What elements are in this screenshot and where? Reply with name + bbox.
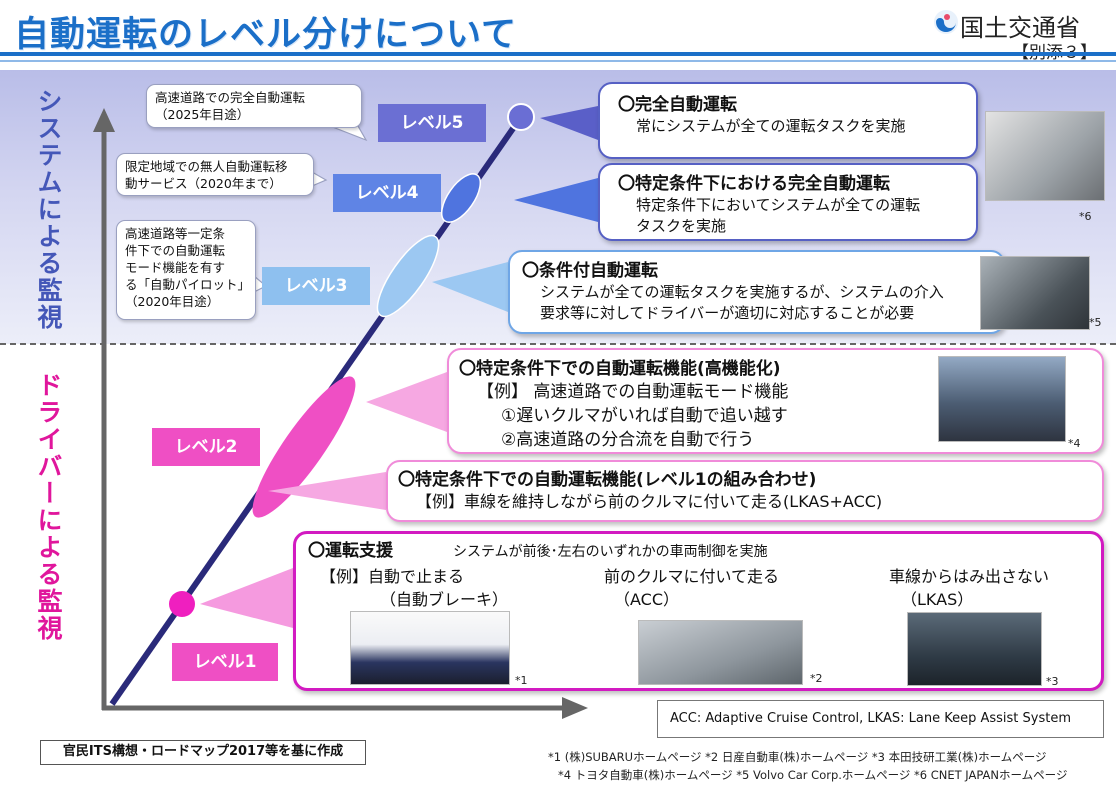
level5-box: 〇完全自動運転 常にシステムが全ての運転タスクを実施	[598, 82, 978, 159]
footnote-line1: *1 (株)SUBARUホームページ *2 日産自動車(株)ホームページ *3 …	[548, 750, 1047, 764]
callout-level4-line1: 限定地域での無人自動運転移	[125, 159, 288, 174]
driver-cabin-photo	[980, 256, 1090, 330]
level5-heading: 〇完全自動運転	[618, 95, 737, 115]
level1-heading: 〇運転支援	[308, 541, 393, 561]
callout-level3-line4: る「自動パイロット」	[125, 277, 251, 292]
level1-example3-line1: 車線からはみ出さない	[889, 567, 1050, 586]
level3-box: 〇条件付自動運転 システムが全ての運転タスクを実施するが、システムの介入 要求等…	[508, 250, 1005, 334]
level3-heading: 〇条件付自動運転	[522, 261, 658, 281]
system-monitoring-label: システムによる監視	[34, 88, 63, 331]
level3-text-line2: 要求等に対してドライバーが適切に対応することが必要	[540, 304, 915, 322]
level4-text-line1: 特定条件下においてシステムが全ての運転	[636, 196, 921, 214]
level1-badge: レベル1	[172, 643, 278, 681]
level1-example3-line2: （LKAS）	[901, 590, 974, 609]
callout-level3-line1: 高速道路等一定条	[125, 226, 226, 241]
callout-level3-line2: 件下での自動運転	[125, 243, 226, 258]
level1-example1-line2: （自動ブレーキ）	[380, 590, 509, 609]
level1-example1-line1: 【例】自動で止まる	[320, 567, 465, 586]
highway-car-photo	[938, 356, 1066, 442]
callout-level3: 高速道路等一定条 件下での自動運転 モード機能を有す る「自動パイロット」 （2…	[116, 220, 256, 320]
auto-brake-photo	[350, 611, 510, 685]
header-rule-thin	[0, 60, 1116, 62]
level2-box: 〇特定条件下での自動運転機能(レベル1の組み合わせ) 【例】車線を維持しながら前…	[386, 460, 1104, 522]
abbreviation-note: ACC: Adaptive Cruise Control, LKAS: Lane…	[657, 700, 1104, 738]
callout-level3-line3: モード機能を有す	[125, 260, 226, 275]
photo-ref-2: *2	[810, 672, 823, 685]
page-title: 自動運転のレベル分けについて	[14, 15, 517, 55]
level2-advanced-item2: ②高速道路の分合流を自動で行う	[501, 430, 755, 450]
photo-ref-6: *6	[1079, 210, 1092, 223]
level2-example: 【例】車線を維持しながら前のクルマに付いて走る(LKAS+ACC)	[416, 492, 883, 511]
level4-box: 〇特定条件下における完全自動運転 特定条件下においてシステムが全ての運転 タスク…	[598, 163, 978, 241]
ministry-logo-icon	[934, 10, 958, 34]
level1-example2-line2: （ACC）	[614, 590, 680, 609]
lkas-photo	[907, 612, 1042, 686]
photo-ref-3: *3	[1046, 675, 1059, 688]
level1-subtitle: システムが前後･左右のいずれかの車両制御を実施	[453, 544, 768, 560]
photo-ref-4: *4	[1068, 437, 1081, 450]
acc-photo	[638, 620, 803, 685]
callout-level5-line2: （2025年目途）	[155, 107, 250, 122]
level3-badge: レベル3	[262, 267, 370, 305]
level2-advanced-item1: ①遅いクルマがいれば自動で追い越す	[501, 406, 788, 426]
level1-example2-line1: 前のクルマに付いて走る	[604, 567, 780, 586]
driver-monitoring-label: ドライバーによる監視	[34, 372, 63, 642]
source-note: 官民ITS構想・ロードマップ2017等を基に作成	[40, 740, 366, 765]
level4-text-line2: タスクを実施	[636, 217, 727, 235]
header-rule	[0, 52, 1116, 56]
autonomous-car-interior-photo	[985, 111, 1105, 201]
callout-level4-line2: 動サービス（2020年まで）	[125, 176, 282, 191]
level2-heading: 〇特定条件下での自動運転機能(レベル1の組み合わせ)	[398, 470, 817, 490]
callout-level5: 高速道路での完全自動運転 （2025年目途）	[146, 84, 362, 128]
level2-advanced-example: 【例】 高速道路での自動運転モード機能	[477, 382, 789, 402]
photo-ref-5: *5	[1089, 316, 1102, 329]
zone-divider	[0, 343, 1116, 345]
level5-badge: レベル5	[378, 104, 486, 142]
level3-text-line1: システムが全ての運転タスクを実施するが、システムの介入	[540, 283, 944, 301]
photo-ref-1: *1	[515, 674, 528, 687]
level2-advanced-heading: 〇特定条件下での自動運転機能(高機能化)	[459, 359, 781, 379]
callout-level4: 限定地域での無人自動運転移 動サービス（2020年まで）	[116, 153, 314, 196]
callout-level5-line1: 高速道路での完全自動運転	[155, 90, 306, 105]
footnote-line2: *4 トヨタ自動車(株)ホームページ *5 Volvo Car Corp.ホーム…	[558, 768, 1068, 782]
callout-level3-line5: （2020年目途）	[125, 294, 220, 309]
level2-badge: レベル2	[152, 428, 260, 466]
level4-badge: レベル4	[333, 174, 441, 212]
level5-text: 常にシステムが全ての運転タスクを実施	[636, 117, 906, 135]
ministry-name: 国土交通省	[960, 14, 1080, 42]
level4-heading: 〇特定条件下における完全自動運転	[618, 174, 890, 194]
